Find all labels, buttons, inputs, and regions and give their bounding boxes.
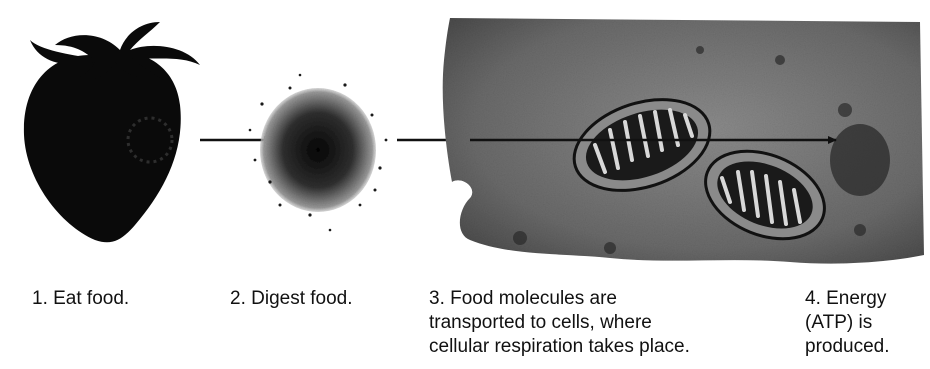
strawberry-icon	[24, 22, 200, 242]
process-illustration	[0, 0, 930, 280]
digested-food-blob	[249, 74, 388, 232]
step-4-caption: 4. Energy (ATP) is produced.	[805, 287, 890, 359]
step-2-caption: 2. Digest food.	[230, 287, 353, 311]
cell-with-mitochondria	[443, 18, 924, 264]
step-3-caption: 3. Food molecules are transported to cel…	[429, 287, 690, 359]
energy-region	[830, 124, 890, 196]
step-1-caption: 1. Eat food.	[32, 287, 129, 311]
